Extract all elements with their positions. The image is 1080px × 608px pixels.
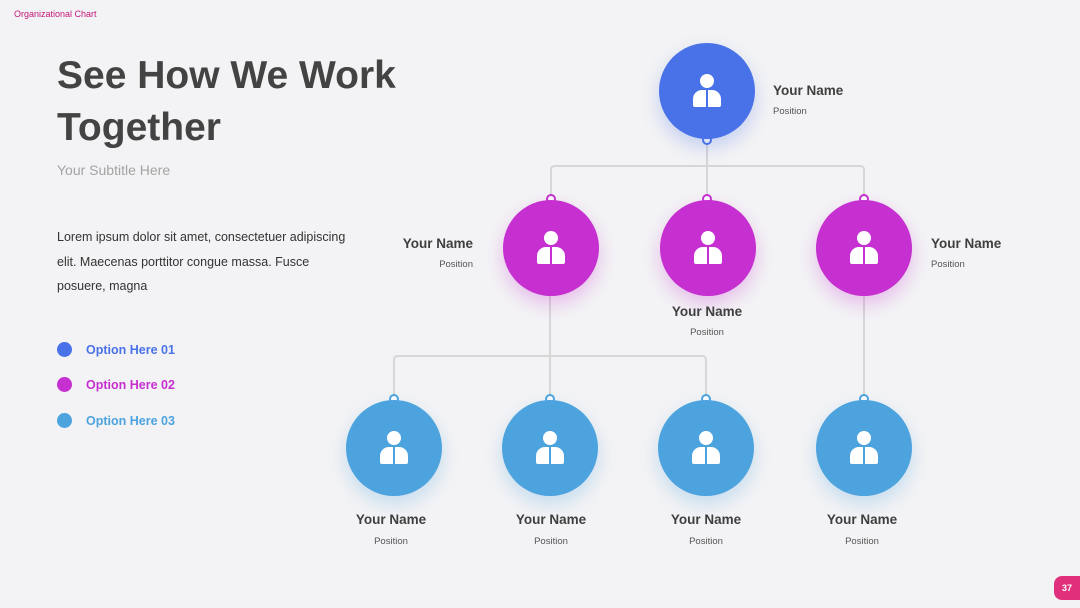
- org-name: Your Name: [402, 236, 473, 251]
- org-position: Position: [931, 259, 965, 270]
- org-name: Your Name: [670, 512, 742, 527]
- person-icon: [692, 74, 722, 108]
- org-node-level3-3: [658, 400, 754, 496]
- org-node-level2-left: [503, 200, 599, 296]
- org-position: Position: [374, 536, 408, 547]
- legend-option-02: Option Here 02: [57, 377, 175, 392]
- org-position: Position: [690, 327, 724, 338]
- org-position: Position: [773, 106, 807, 117]
- slide-tag: Organizational Chart: [14, 9, 97, 19]
- org-node-level2-center: [660, 200, 756, 296]
- org-name: Your Name: [515, 512, 587, 527]
- person-icon: [849, 231, 879, 265]
- legend-dot-purple: [57, 377, 72, 392]
- legend-label: Option Here 03: [86, 413, 175, 428]
- person-icon: [693, 231, 723, 265]
- body-text: Lorem ipsum dolor sit amet, consectetuer…: [57, 230, 346, 293]
- org-node-level3-1: [346, 400, 442, 496]
- person-icon: [849, 431, 879, 465]
- page-subtitle: Your Subtitle Here: [57, 162, 171, 178]
- org-node-level2-right: [816, 200, 912, 296]
- org-position: Position: [534, 536, 568, 547]
- org-node-level3-4: [816, 400, 912, 496]
- org-node-level3-2: [502, 400, 598, 496]
- person-icon: [536, 231, 566, 265]
- org-position: Position: [845, 536, 879, 547]
- person-icon: [379, 431, 409, 465]
- org-name: Your Name: [773, 83, 844, 98]
- legend-option-01: Option Here 01: [57, 342, 175, 357]
- person-icon: [535, 431, 565, 465]
- connector-top-to-level2: [550, 140, 865, 199]
- connector-left-to-level3: [393, 296, 707, 400]
- org-name: Your Name: [931, 236, 1002, 251]
- org-position: Position: [439, 259, 473, 270]
- legend-option-03: Option Here 03: [57, 413, 175, 428]
- page-title: See How We Work Together: [57, 54, 396, 149]
- legend-dot-blue: [57, 342, 72, 357]
- org-position: Position: [689, 536, 723, 547]
- page-number-badge: 37: [1054, 576, 1080, 600]
- legend-label: Option Here 01: [86, 342, 175, 357]
- person-icon: [691, 431, 721, 465]
- legend-dot-lightblue: [57, 413, 72, 428]
- legend-label: Option Here 02: [86, 377, 175, 392]
- org-name: Your Name: [826, 512, 898, 527]
- org-name: Your Name: [671, 304, 743, 319]
- org-node-top: [659, 43, 755, 139]
- org-name: Your Name: [355, 512, 427, 527]
